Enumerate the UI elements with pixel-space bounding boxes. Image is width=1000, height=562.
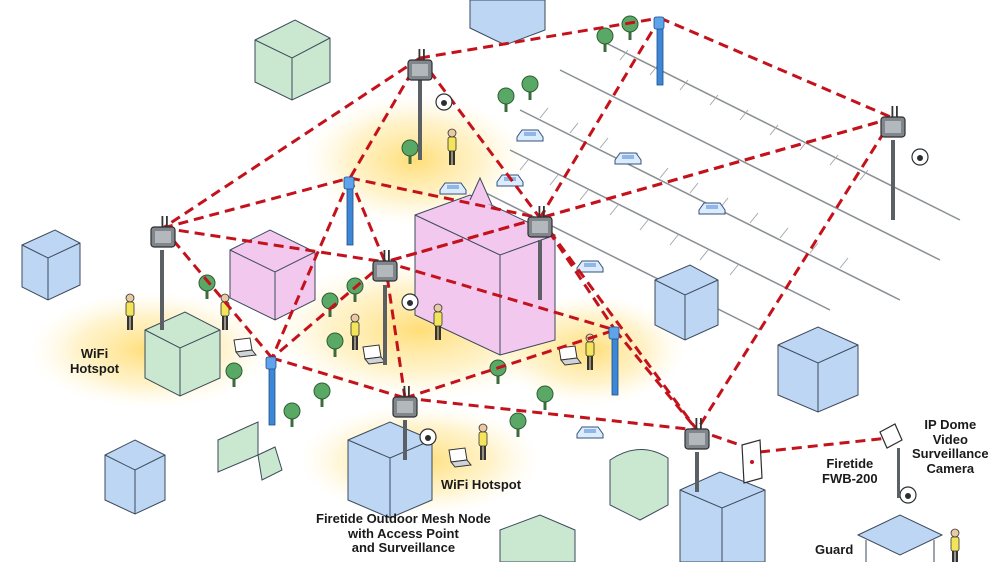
building-green-top: [254, 19, 331, 101]
wifi-hotspot-label-left: WiFi Hotspot: [70, 346, 120, 376]
node-poles: [160, 80, 895, 492]
building-blue-bottom-left: [104, 439, 166, 515]
building-blue-mesh: [347, 421, 433, 519]
kiosk-green: [609, 449, 669, 521]
building-blue-right-tall: [777, 326, 859, 413]
mesh-links: [161, 16, 895, 454]
building-blue-left: [21, 229, 81, 301]
fwb-device-label: Firetide FWB-200: [822, 456, 878, 486]
building-blue-top: [469, 0, 546, 46]
guard-booth-label: Guard: [815, 542, 854, 557]
building-green-bottom: [499, 514, 576, 562]
wifi-hotspot-label-center: WiFi Hotspot: [441, 477, 522, 492]
fwb-200-device: [741, 423, 903, 498]
building-blue-bottom-center: [679, 471, 766, 562]
guard-booth: [856, 514, 944, 562]
building-green-hotspot: [144, 311, 221, 397]
buildings: [21, 0, 944, 562]
mesh-node-label: Firetide Outdoor Mesh Node with Access P…: [316, 511, 491, 556]
building-pink-hall: [414, 176, 556, 356]
ip-dome-camera-label: IP Dome Video Surveillance Camera: [912, 417, 989, 476]
building-blue-right: [654, 264, 719, 341]
truck: [217, 421, 283, 481]
parking-stripes: [519, 49, 869, 276]
building-pink-small: [229, 229, 316, 321]
